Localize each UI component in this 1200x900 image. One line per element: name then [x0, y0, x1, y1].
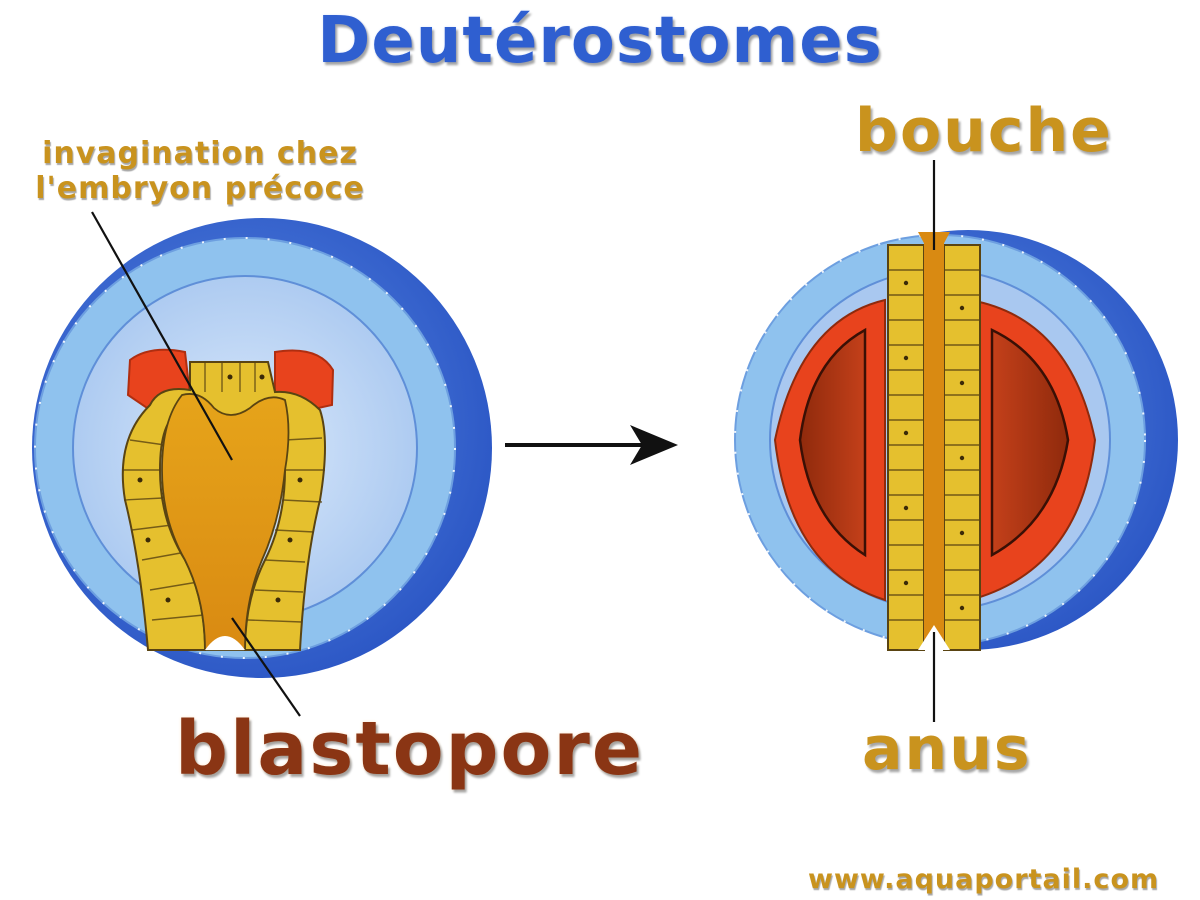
- coelom-right: [990, 328, 1070, 558]
- transition-arrow: [505, 425, 678, 465]
- blastopore-pointer: [231, 617, 301, 717]
- gut-wall-left: [887, 244, 925, 651]
- later-embryo: [734, 230, 1178, 651]
- invagination-label-line2: l'embryon précoce: [35, 171, 365, 206]
- anus-label: anus: [862, 714, 1032, 784]
- blastopore-opening: [205, 636, 245, 650]
- blastopore-label: blastopore: [175, 706, 645, 792]
- bouche-label: bouche: [855, 96, 1113, 166]
- gut-wall-right: [943, 244, 981, 651]
- website-watermark: www.aquaportail.com: [808, 864, 1160, 895]
- archenteron: [161, 393, 290, 651]
- early-embryo: [32, 218, 492, 678]
- invagination-pointer: [91, 211, 233, 461]
- gut-lumen: [924, 232, 944, 650]
- coelom-left: [798, 327, 867, 558]
- invagination-label-line1: invagination chez: [42, 136, 358, 171]
- invagination-label: invagination chez l'embryon précoce: [0, 136, 400, 206]
- page-title: Deutérostomes: [317, 4, 883, 78]
